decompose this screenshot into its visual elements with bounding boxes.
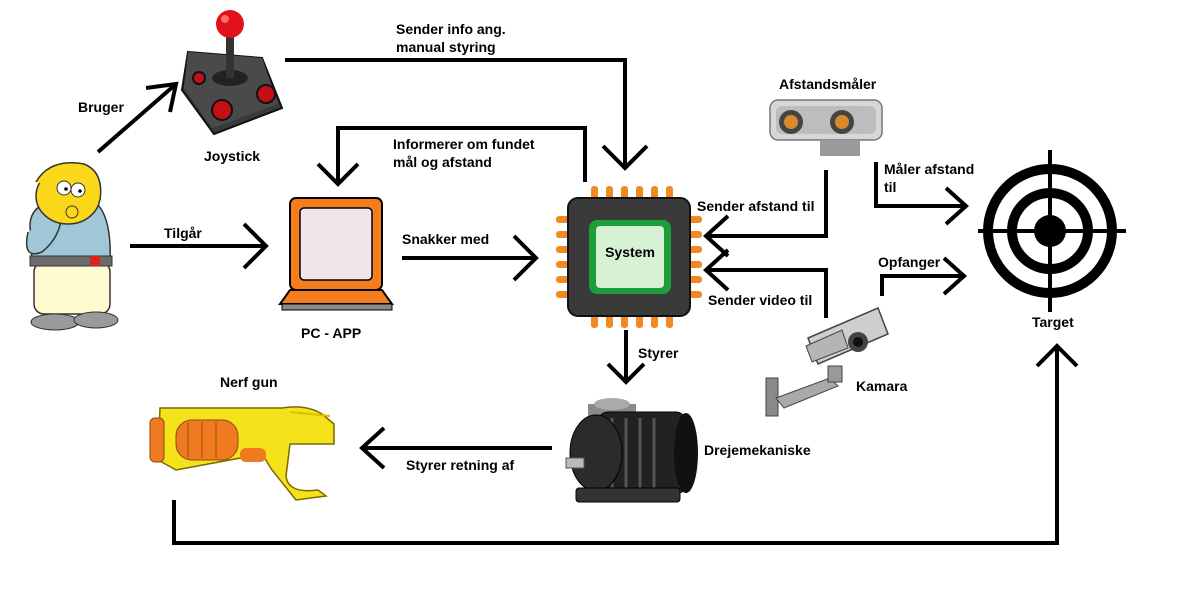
manual-control-label-line2: manual styring <box>396 39 496 55</box>
sends-video-label: Sender video til <box>708 292 813 308</box>
inform-label-line1: Informerer om fundet <box>393 136 535 152</box>
arrow-sensor-to-system <box>703 170 828 258</box>
measure-distance-label-line2: til <box>884 179 897 195</box>
sends-distance-label: Sender afstand til <box>697 198 815 214</box>
controls-direction-label: Styrer retning af <box>406 457 515 473</box>
talks-with-label: Snakker med <box>402 231 490 247</box>
camera-label: Kamara <box>856 378 908 394</box>
system-label: System <box>605 244 655 260</box>
controls-label: Styrer <box>638 345 679 361</box>
arrow-joystick-to-system <box>285 58 649 171</box>
laptop-icon <box>278 197 394 311</box>
manual-control-label-line1: Sender info ang. <box>396 21 506 37</box>
target-label: Target <box>1032 314 1074 330</box>
system-chip-icon <box>556 186 702 328</box>
nerf-gun-label: Nerf gun <box>220 374 278 390</box>
arrow-system-to-pc <box>316 126 587 187</box>
arrow-user-to-pc <box>130 222 269 270</box>
arrows <box>96 58 1079 545</box>
nerf-gun-icon <box>149 406 335 501</box>
arrow-sensor-to-target <box>874 162 969 226</box>
arrow-system-to-motor <box>606 330 646 385</box>
joystick-label: Joystick <box>204 148 261 164</box>
captures-label: Opfanger <box>878 254 941 270</box>
arrow-camera-to-target <box>880 256 967 296</box>
arrow-gun-to-target <box>172 343 1079 545</box>
motor-icon <box>565 398 698 503</box>
motor-label: Drejemekaniske <box>704 442 811 458</box>
target-icon <box>978 150 1126 312</box>
arrow-camera-to-system <box>703 248 828 318</box>
inform-label-line2: mål og afstand <box>393 154 492 170</box>
user-label: Bruger <box>78 99 124 115</box>
arrow-pc-to-system <box>402 234 539 282</box>
joystick-icon <box>180 10 284 136</box>
measure-distance-label-line1: Måler afstand <box>884 161 975 177</box>
pc-app-label: PC - APP <box>301 325 362 341</box>
arrow-motor-to-gun <box>359 426 552 470</box>
camera-icon <box>765 307 889 417</box>
arrow-user-to-joystick <box>96 81 179 154</box>
access-label: Tilgår <box>164 225 202 241</box>
distance-sensor-label: Afstandsmåler <box>779 76 877 92</box>
distance-sensor-icon <box>769 99 883 156</box>
user-character <box>25 162 119 331</box>
